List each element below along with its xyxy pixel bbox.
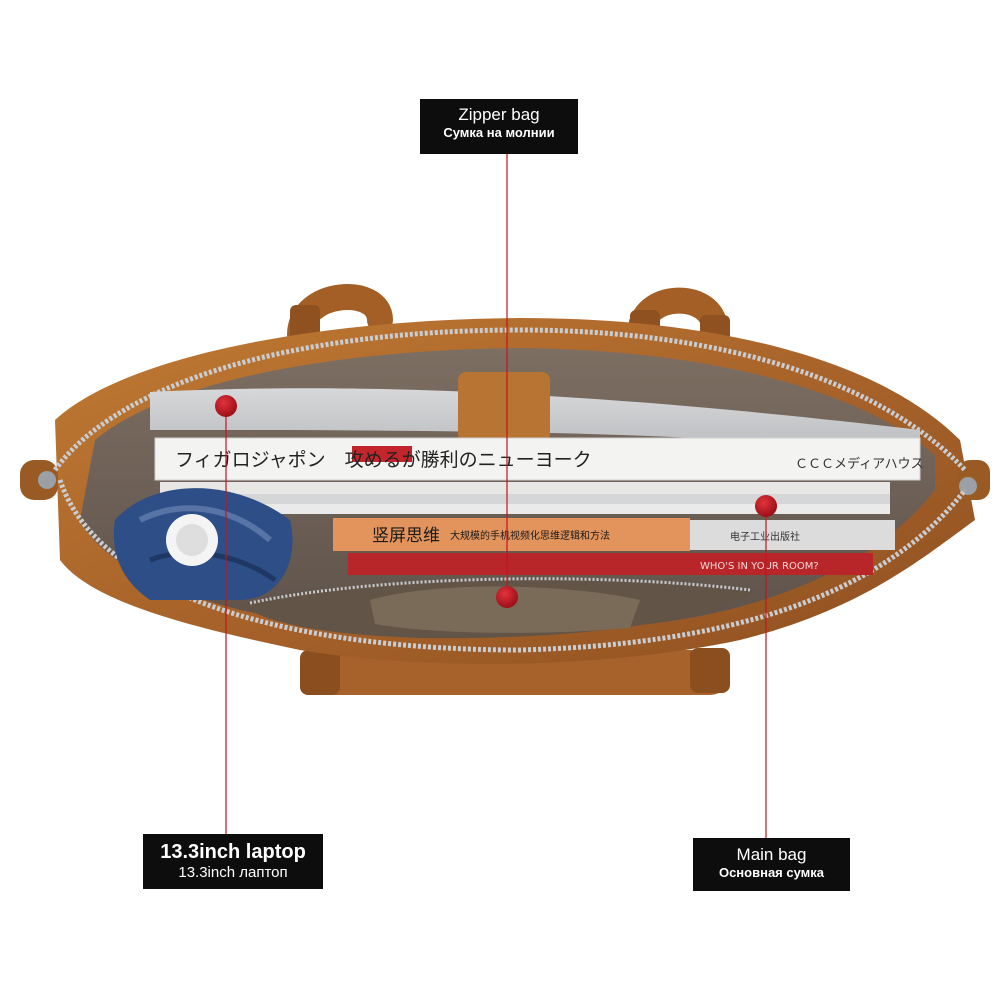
main-bag-label: Main bag Основная сумка — [693, 838, 850, 891]
callout-lines — [225, 154, 767, 838]
zipper-bag-label: Zipper bag Сумка на молнии — [420, 99, 578, 154]
book-red: WHO'S IN YOUR ROOM? — [348, 553, 873, 575]
blue-cloth — [113, 488, 293, 600]
zipper-pocket — [240, 577, 755, 639]
laptop-marker — [215, 395, 237, 417]
red-book-text: WHO'S IN YOUR ROOM? — [700, 561, 819, 572]
laptop-label: 13.3inch laptop 13.3inch лаптоп — [143, 834, 323, 889]
laptop-label-ru: 13.3inch лаптоп — [178, 864, 288, 881]
book-orange: 竖屏思维 大规模的手机视频化思维逻辑和方法 电子工业出版社 — [333, 518, 895, 551]
magazine-stack — [160, 482, 890, 514]
zipper-bag-marker — [496, 586, 518, 608]
top-book-spine-text: フィガロジャポン 攻めるが勝利のニューヨーク — [175, 449, 592, 471]
zipper-bag-label-en: Zipper bag — [458, 105, 540, 124]
laptop-label-en: 13.3inch laptop — [160, 841, 306, 863]
orange-book-subtitle: 大规模的手机视频化思维逻辑和方法 — [450, 529, 610, 542]
gray-book-publisher: 电子工业出版社 — [730, 530, 800, 543]
top-book-publisher-text: ＣＣＣメディアハウス — [795, 456, 924, 472]
main-bag-label-en: Main bag — [736, 845, 807, 864]
orange-book-title: 竖屏思维 — [372, 526, 440, 546]
zipper-bag-label-ru: Сумка на молнии — [443, 125, 555, 141]
main-bag-marker — [755, 495, 777, 517]
book-top: フィガロジャポン 攻めるが勝利のニューヨーク ＣＣＣメディアハウス — [154, 437, 924, 481]
main-bag-label-ru: Основная сумка — [718, 865, 825, 881]
zipper-track — [52, 327, 967, 472]
